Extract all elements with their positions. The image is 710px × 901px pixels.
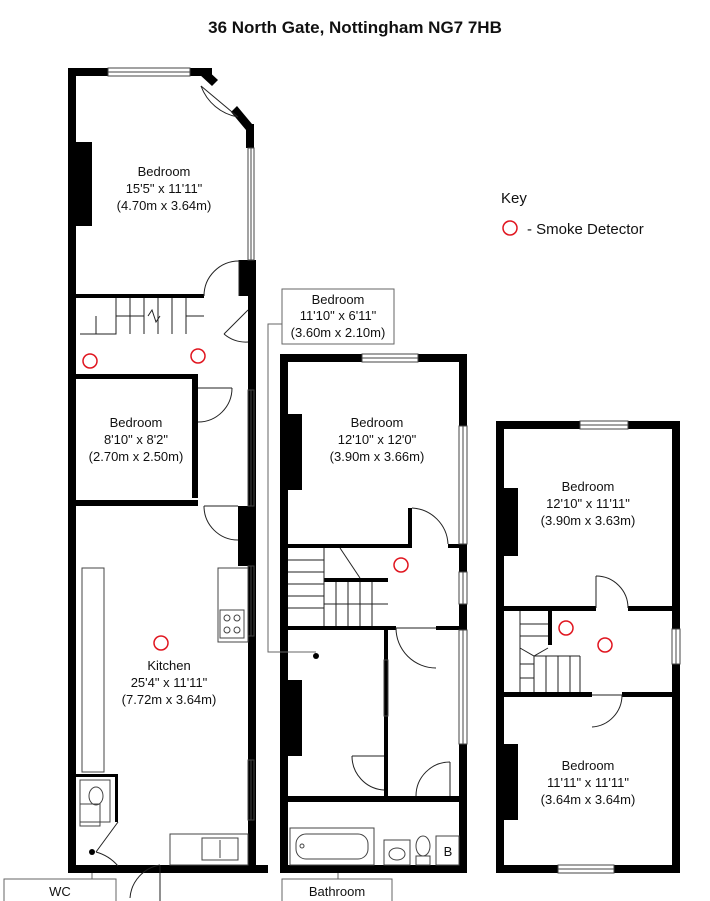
room-imperial-bedroom-mid: 12'10" x 12'0" <box>338 432 417 447</box>
room-imperial-bedroom-callout: 11'10" x 6'11" <box>300 308 377 323</box>
room-metric-bedroom-front: (4.70m x 3.64m) <box>117 198 212 213</box>
room-metric-bedroom-small: (2.70m x 2.50m) <box>89 449 184 464</box>
room-name-kitchen: Kitchen <box>147 658 190 673</box>
floor-right <box>496 421 680 873</box>
light-point-icon <box>313 653 319 659</box>
room-imperial-bedroom-front: 15'5" x 11'11" <box>126 181 203 196</box>
smoke-detector-icon <box>502 220 518 236</box>
toilet-icon <box>415 835 431 857</box>
wc-label: WC <box>49 884 71 899</box>
room-name-bedroom-front: Bedroom <box>138 164 191 179</box>
room-name-bedroom-callout: Bedroom <box>312 292 365 307</box>
windows-left <box>107 67 255 821</box>
hob-icon <box>219 609 245 639</box>
boiler-label: B <box>444 844 453 859</box>
room-name-bedroom-small: Bedroom <box>110 415 163 430</box>
windows-right <box>557 420 681 874</box>
smoke-detector-icon <box>190 348 206 364</box>
smoke-detector-icon <box>597 637 613 653</box>
bathroom-label: Bathroom <box>309 884 365 899</box>
room-imperial-bedroom-bottom-right: 11'11" x 11'11" <box>547 775 629 790</box>
room-name-bedroom-mid: Bedroom <box>351 415 404 430</box>
stairs-right <box>519 611 581 692</box>
callout-leader-line <box>267 323 316 653</box>
smoke-detector-icon <box>153 635 169 651</box>
room-imperial-bedroom-top-right: 12'10" x 11'11" <box>546 496 630 511</box>
light-point-icon <box>89 849 95 855</box>
doors-right <box>591 575 629 728</box>
kitchen-fittings <box>79 567 249 866</box>
basin-icon <box>383 839 411 866</box>
room-imperial-bedroom-small: 8'10" x 8'2" <box>104 432 168 447</box>
smoke-detector-icon <box>82 353 98 369</box>
room-metric-bedroom-top-right: (3.90m x 3.63m) <box>541 513 636 528</box>
bedroom-callout-box <box>281 288 395 345</box>
key-heading: Key <box>501 190 527 207</box>
room-metric-bedroom-callout: (3.60m x 2.10m) <box>291 325 386 340</box>
stairs-left <box>80 298 204 335</box>
basin-icon <box>79 803 101 827</box>
sink-icon <box>201 837 239 861</box>
room-metric-bedroom-mid: (3.90m x 3.66m) <box>330 449 425 464</box>
smoke-detectors <box>82 348 613 653</box>
floor-middle <box>280 354 467 873</box>
bath-icon <box>289 827 375 866</box>
smoke-detector-icon <box>393 557 409 573</box>
key-smoke-detector-label: - Smoke Detector <box>527 221 644 238</box>
boiler-box <box>435 835 460 866</box>
wc-label-box <box>3 878 117 901</box>
stairs-middle <box>288 548 388 626</box>
room-name-bedroom-top-right: Bedroom <box>562 479 615 494</box>
bathroom-label-box <box>281 878 393 901</box>
toilet-icon <box>88 786 104 806</box>
room-metric-kitchen: (7.72m x 3.64m) <box>122 692 217 707</box>
room-metric-bedroom-bottom-right: (3.64m x 3.64m) <box>541 792 636 807</box>
doors-middle <box>339 507 451 797</box>
room-name-bedroom-bottom-right: Bedroom <box>562 758 615 773</box>
key-legend: Key - Smoke Detector <box>501 190 644 238</box>
windows-middle <box>361 353 468 745</box>
room-imperial-kitchen: 25'4" x 11'11" <box>131 675 208 690</box>
doors-left <box>95 85 249 901</box>
smoke-detector-icon <box>558 620 574 636</box>
bathroom-fittings <box>289 827 460 866</box>
plan-title: 36 North Gate, Nottingham NG7 7HB <box>208 18 502 37</box>
